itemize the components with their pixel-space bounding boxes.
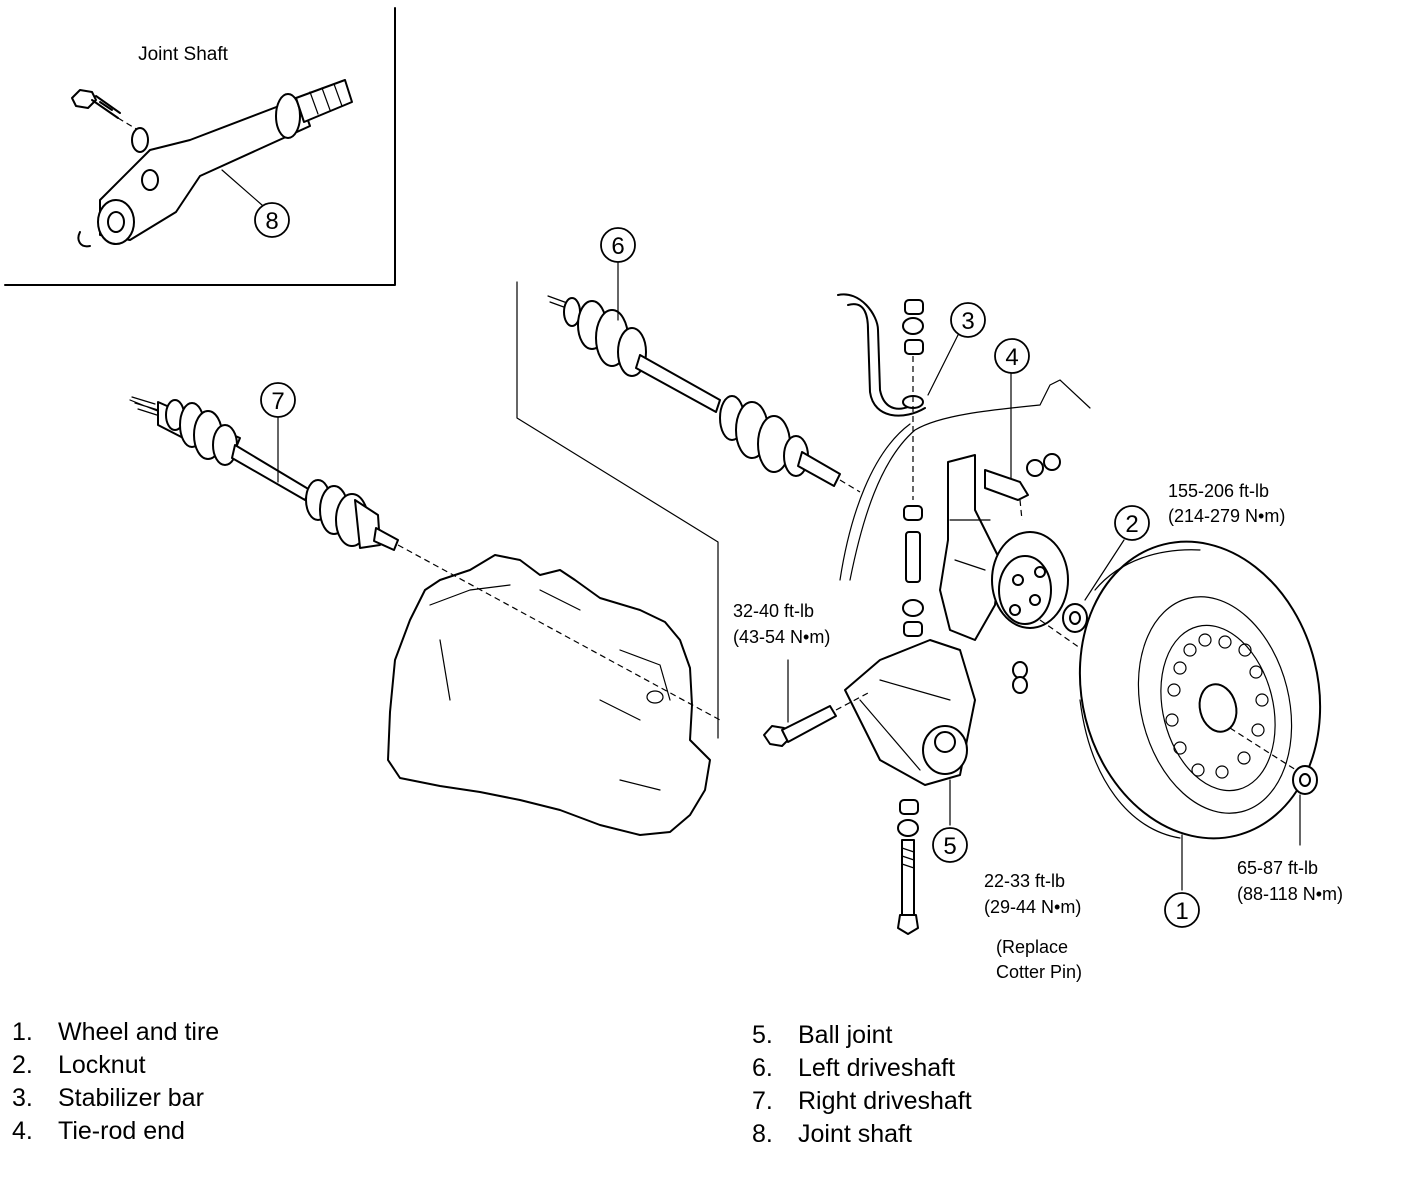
legend-item: 8. Joint shaft xyxy=(752,1118,972,1151)
legend-num: 1. xyxy=(12,1018,33,1046)
torque-spec-wheel-nut: 65-87 ft-lb (88-118 N•m) xyxy=(1237,858,1343,904)
callout-7-label: 7 xyxy=(271,388,284,415)
lower-control-arm xyxy=(844,639,1028,786)
torque-spec-locknut: 155-206 ft-lb (214-279 N•m) xyxy=(1168,481,1285,526)
legend-item: 5. Ball joint xyxy=(752,1019,972,1052)
legend-label: Tie-rod end xyxy=(58,1117,185,1145)
callout-5-label: 5 xyxy=(943,833,956,860)
steering-knuckle xyxy=(839,379,1141,691)
legend-item: 6. Left driveshaft xyxy=(752,1052,972,1085)
inset-border xyxy=(4,7,396,286)
legend-label: Wheel and tire xyxy=(58,1018,220,1046)
legend-right: 5. Ball joint 6. Left driveshaft 7. Right d… xyxy=(752,1019,972,1151)
left-driveshaft xyxy=(516,281,861,739)
wheel-and-tire xyxy=(1078,540,1322,840)
cotter-pin-note-line2: Cotter Pin) xyxy=(996,962,1082,982)
callout-7: 7 xyxy=(260,382,296,418)
callout-8: 8 xyxy=(254,202,290,238)
inset-title: Joint Shaft xyxy=(138,44,228,65)
right-driveshaft xyxy=(129,396,721,721)
stabilizer-bar xyxy=(837,293,926,935)
callout-3: 3 xyxy=(950,302,986,338)
tie-rod-end xyxy=(984,453,1061,521)
cotter-pin-note-line1: (Replace xyxy=(996,937,1068,957)
wheel-lug-nut xyxy=(1229,727,1318,795)
legend-num: 5. xyxy=(752,1021,773,1049)
legend-item: 4. Tie-rod end xyxy=(12,1115,219,1148)
callout-4: 4 xyxy=(994,338,1030,374)
legend-item: 1. Wheel and tire xyxy=(12,1016,219,1049)
callout-1: 1 xyxy=(1164,892,1200,928)
legend-label: Joint shaft xyxy=(798,1120,912,1148)
torque-lower-arm-metric: (43-54 N•m) xyxy=(733,627,830,647)
callout-6-label: 6 xyxy=(611,233,624,260)
legend-num: 8. xyxy=(752,1120,773,1148)
callout-3-label: 3 xyxy=(961,308,974,335)
torque-wheel-nut-imperial: 65-87 ft-lb xyxy=(1237,858,1318,878)
legend-num: 2. xyxy=(12,1051,33,1079)
legend-item: 2. Locknut xyxy=(12,1049,219,1082)
callout-2-label: 2 xyxy=(1125,511,1138,538)
joint-shaft-body xyxy=(77,79,353,248)
joint-shaft-inset: Joint Shaft xyxy=(4,7,396,286)
torque-ball-joint-imperial: 22-33 ft-lb xyxy=(984,871,1065,891)
legend-left: 1. Wheel and tire 2. Locknut 3. Stabilizer … xyxy=(12,1016,219,1148)
legend-num: 7. xyxy=(752,1087,773,1115)
legend-label: Left driveshaft xyxy=(798,1054,956,1082)
callout-6: 6 xyxy=(600,227,636,263)
legend-label: Right driveshaft xyxy=(798,1087,972,1115)
legend-num: 6. xyxy=(752,1054,773,1082)
callout-4-label: 4 xyxy=(1005,344,1018,371)
leader-lines xyxy=(277,262,1301,891)
legend-num: 4. xyxy=(12,1117,33,1145)
torque-locknut-imperial: 155-206 ft-lb xyxy=(1168,481,1269,501)
legend-item: 7. Right driveshaft xyxy=(752,1085,972,1118)
torque-spec-lower-arm-bolt: 32-40 ft-lb (43-54 N•m) xyxy=(733,601,830,647)
legend-label: Ball joint xyxy=(798,1021,893,1049)
legend-label: Stabilizer bar xyxy=(58,1084,204,1112)
torque-ball-joint-metric: (29-44 N•m) xyxy=(984,897,1081,917)
legend-label: Locknut xyxy=(58,1051,146,1079)
callout-1-label: 1 xyxy=(1175,898,1188,925)
legend-item: 3. Stabilizer bar xyxy=(12,1082,219,1115)
legend-num: 3. xyxy=(12,1084,33,1112)
torque-spec-ball-joint: 22-33 ft-lb (29-44 N•m) (Replace Cotter … xyxy=(984,871,1082,982)
callout-2: 2 xyxy=(1114,505,1150,541)
torque-locknut-metric: (214-279 N•m) xyxy=(1168,506,1285,526)
callout-8-label: 8 xyxy=(265,208,278,235)
callout-5: 5 xyxy=(932,827,968,863)
torque-lower-arm-imperial: 32-40 ft-lb xyxy=(733,601,814,621)
inset-bolt-icon xyxy=(71,89,139,131)
lower-arm-bolt xyxy=(763,691,871,747)
torque-wheel-nut-metric: (88-118 N•m) xyxy=(1237,884,1343,904)
transaxle-case xyxy=(387,554,711,836)
